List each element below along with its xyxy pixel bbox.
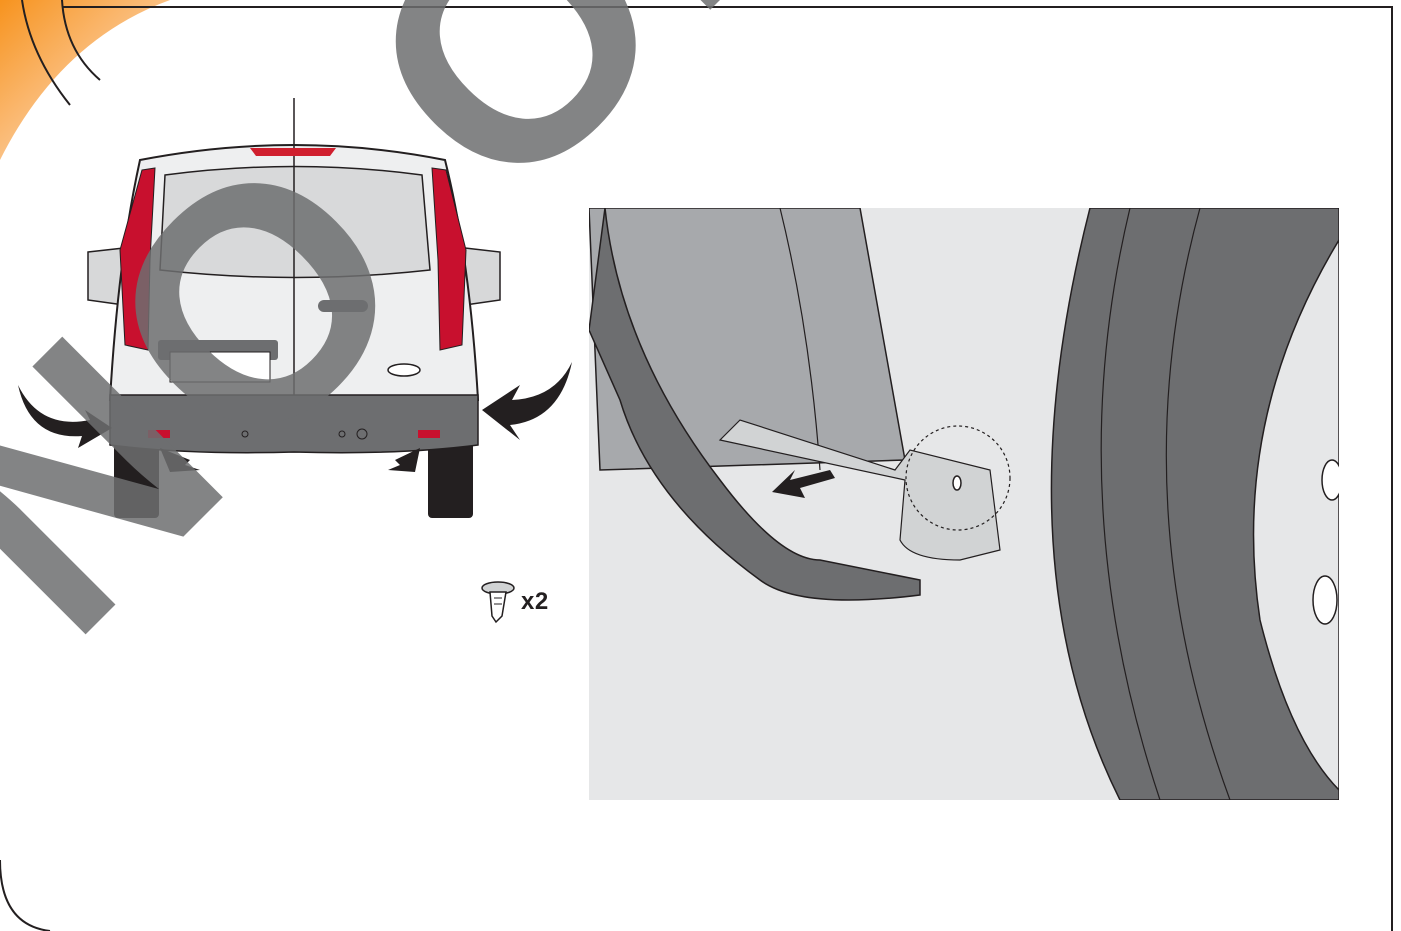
- right-tail-light: [431, 167, 467, 351]
- orange-corner-accent: [0, 0, 170, 160]
- badge: [387, 363, 421, 377]
- pull-arrow-icon: [772, 470, 835, 498]
- right-reflector: [418, 430, 440, 438]
- van-rear-view-illustration: [18, 98, 572, 518]
- right-mirror: [464, 247, 501, 306]
- door-handle: [318, 300, 368, 312]
- mounting-bracket: [718, 419, 1001, 561]
- left-down-arrow-icon: [160, 448, 200, 472]
- license-plate: [169, 351, 271, 383]
- left-curved-arrow-icon: [18, 385, 112, 448]
- right-down-arrow-icon: [388, 448, 420, 472]
- wheel-rim: [1252, 238, 1339, 792]
- left-reflector: [148, 430, 170, 438]
- right-curved-arrow-icon: [482, 362, 572, 440]
- right-wheel: [428, 440, 473, 518]
- left-tail-light: [119, 167, 156, 351]
- tyre: [1050, 208, 1339, 800]
- bumper-end-cap: [589, 208, 921, 601]
- left-wheel: [114, 440, 159, 518]
- rear-bumper: [109, 394, 479, 454]
- push-pin-clip-icon: [481, 581, 515, 624]
- high-brake-light: [250, 148, 336, 156]
- fastener-quantity-label: x2: [521, 588, 549, 615]
- bumper-corner-detail-illustration: [589, 208, 1339, 800]
- clip-hole: [952, 475, 962, 491]
- rear-window: [159, 165, 431, 279]
- clip-location-circle: [905, 425, 1011, 531]
